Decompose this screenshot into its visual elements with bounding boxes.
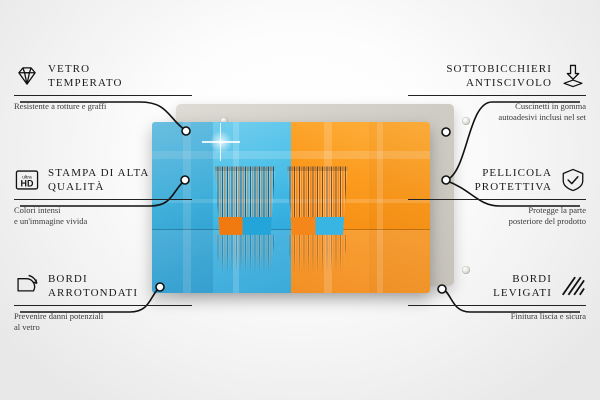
divider <box>408 305 586 306</box>
feature-desc-line1: Colori intensi <box>14 205 61 215</box>
feature-vetro-temperato: VETRO TEMPERATO Resistente a rotture e g… <box>14 62 192 112</box>
feature-desc-line1: Protegge la parte <box>528 205 586 215</box>
feature-desc-line1: Resistente a rotture e graffi <box>14 101 107 111</box>
glass-base <box>215 217 276 235</box>
edge-tint <box>368 122 430 293</box>
window-bar <box>152 151 430 159</box>
feature-title-line2: ANTISCIVOLO <box>465 77 552 89</box>
table-surface <box>152 229 430 293</box>
edge-tint <box>152 122 214 293</box>
feature-desc-line1: Cuscinetti in gomma <box>515 101 586 111</box>
divider <box>14 95 192 96</box>
feature-title-line2: TEMPERATO <box>48 77 123 89</box>
feature-desc-line2: posteriore del prodotto <box>508 216 586 226</box>
feature-pellicola-protettiva: PELLICOLA PROTETTIVA Protegge la parte p… <box>408 166 586 227</box>
feature-title-line1: PELLICOLA <box>482 167 552 179</box>
table-edge-line <box>152 228 430 231</box>
glass-rim <box>215 166 276 172</box>
feature-desc-line2: autoadesivi inclusi nel set <box>498 112 586 122</box>
feature-stampa-alta-qualita: ultra HD STAMPA DI ALTA QUALITÀ Colori i… <box>14 166 192 227</box>
feature-title-line1: BORDI <box>512 273 552 285</box>
sparkle-icon <box>201 122 240 161</box>
feature-title-line2: LEVIGATI <box>493 287 552 299</box>
ultra-hd-icon: ultra HD <box>15 170 39 190</box>
feature-title-line1: VETRO <box>48 63 91 75</box>
feature-title-line1: SOTTOBICCHIERI <box>446 63 552 75</box>
window-bar <box>182 122 192 293</box>
ultra-hd-small-label: ultra <box>22 174 32 180</box>
feature-title-line2: ARROTONDATI <box>48 287 139 299</box>
shield-check-icon <box>562 168 584 192</box>
glass-reflection <box>213 235 277 273</box>
divider <box>14 199 192 200</box>
feature-sottobicchieri-antiscivolo: SOTTOBICCHIERI ANTISCIVOLO Cuscinetti in… <box>408 62 586 123</box>
feature-title-line2: PROTETTIVA <box>474 181 552 193</box>
feature-desc-line2: al vetro <box>14 322 40 332</box>
mounting-stud-bottom-right <box>462 266 470 274</box>
glass-base <box>287 217 348 235</box>
divider <box>408 95 586 96</box>
striped-glass-right <box>287 166 348 235</box>
divider <box>408 199 586 200</box>
feature-bordi-arrotondati: BORDI ARROTONDATI Prevenire danni potenz… <box>14 272 192 333</box>
printed-glass-panel <box>152 122 430 293</box>
striped-glass-left <box>215 166 276 235</box>
diamond-icon <box>18 67 36 85</box>
coaster-pad-icon <box>563 64 583 88</box>
feature-title-line1: STAMPA DI ALTA <box>48 167 150 179</box>
window-bar <box>377 122 384 293</box>
feature-bordi-levigati: BORDI LEVIGATI Finitura liscia e sicura <box>408 272 586 322</box>
feature-title-line2: QUALITÀ <box>48 181 105 193</box>
rounded-corner-icon <box>17 274 38 292</box>
feature-desc-line2: e un'immagine vivida <box>14 216 88 226</box>
feature-desc-line1: Finitura liscia e sicura <box>510 311 586 321</box>
ultra-hd-large-label: HD <box>21 179 34 189</box>
product-image <box>152 104 470 294</box>
feature-desc-line1: Prevenire danni potenziali <box>14 311 104 321</box>
feature-title-line1: BORDI <box>48 273 88 285</box>
glass-reflection <box>285 235 349 273</box>
glass-rim <box>287 166 348 172</box>
divider <box>14 305 192 306</box>
mounting-stud-top-left <box>220 117 228 125</box>
polished-edge-icon <box>562 276 585 296</box>
